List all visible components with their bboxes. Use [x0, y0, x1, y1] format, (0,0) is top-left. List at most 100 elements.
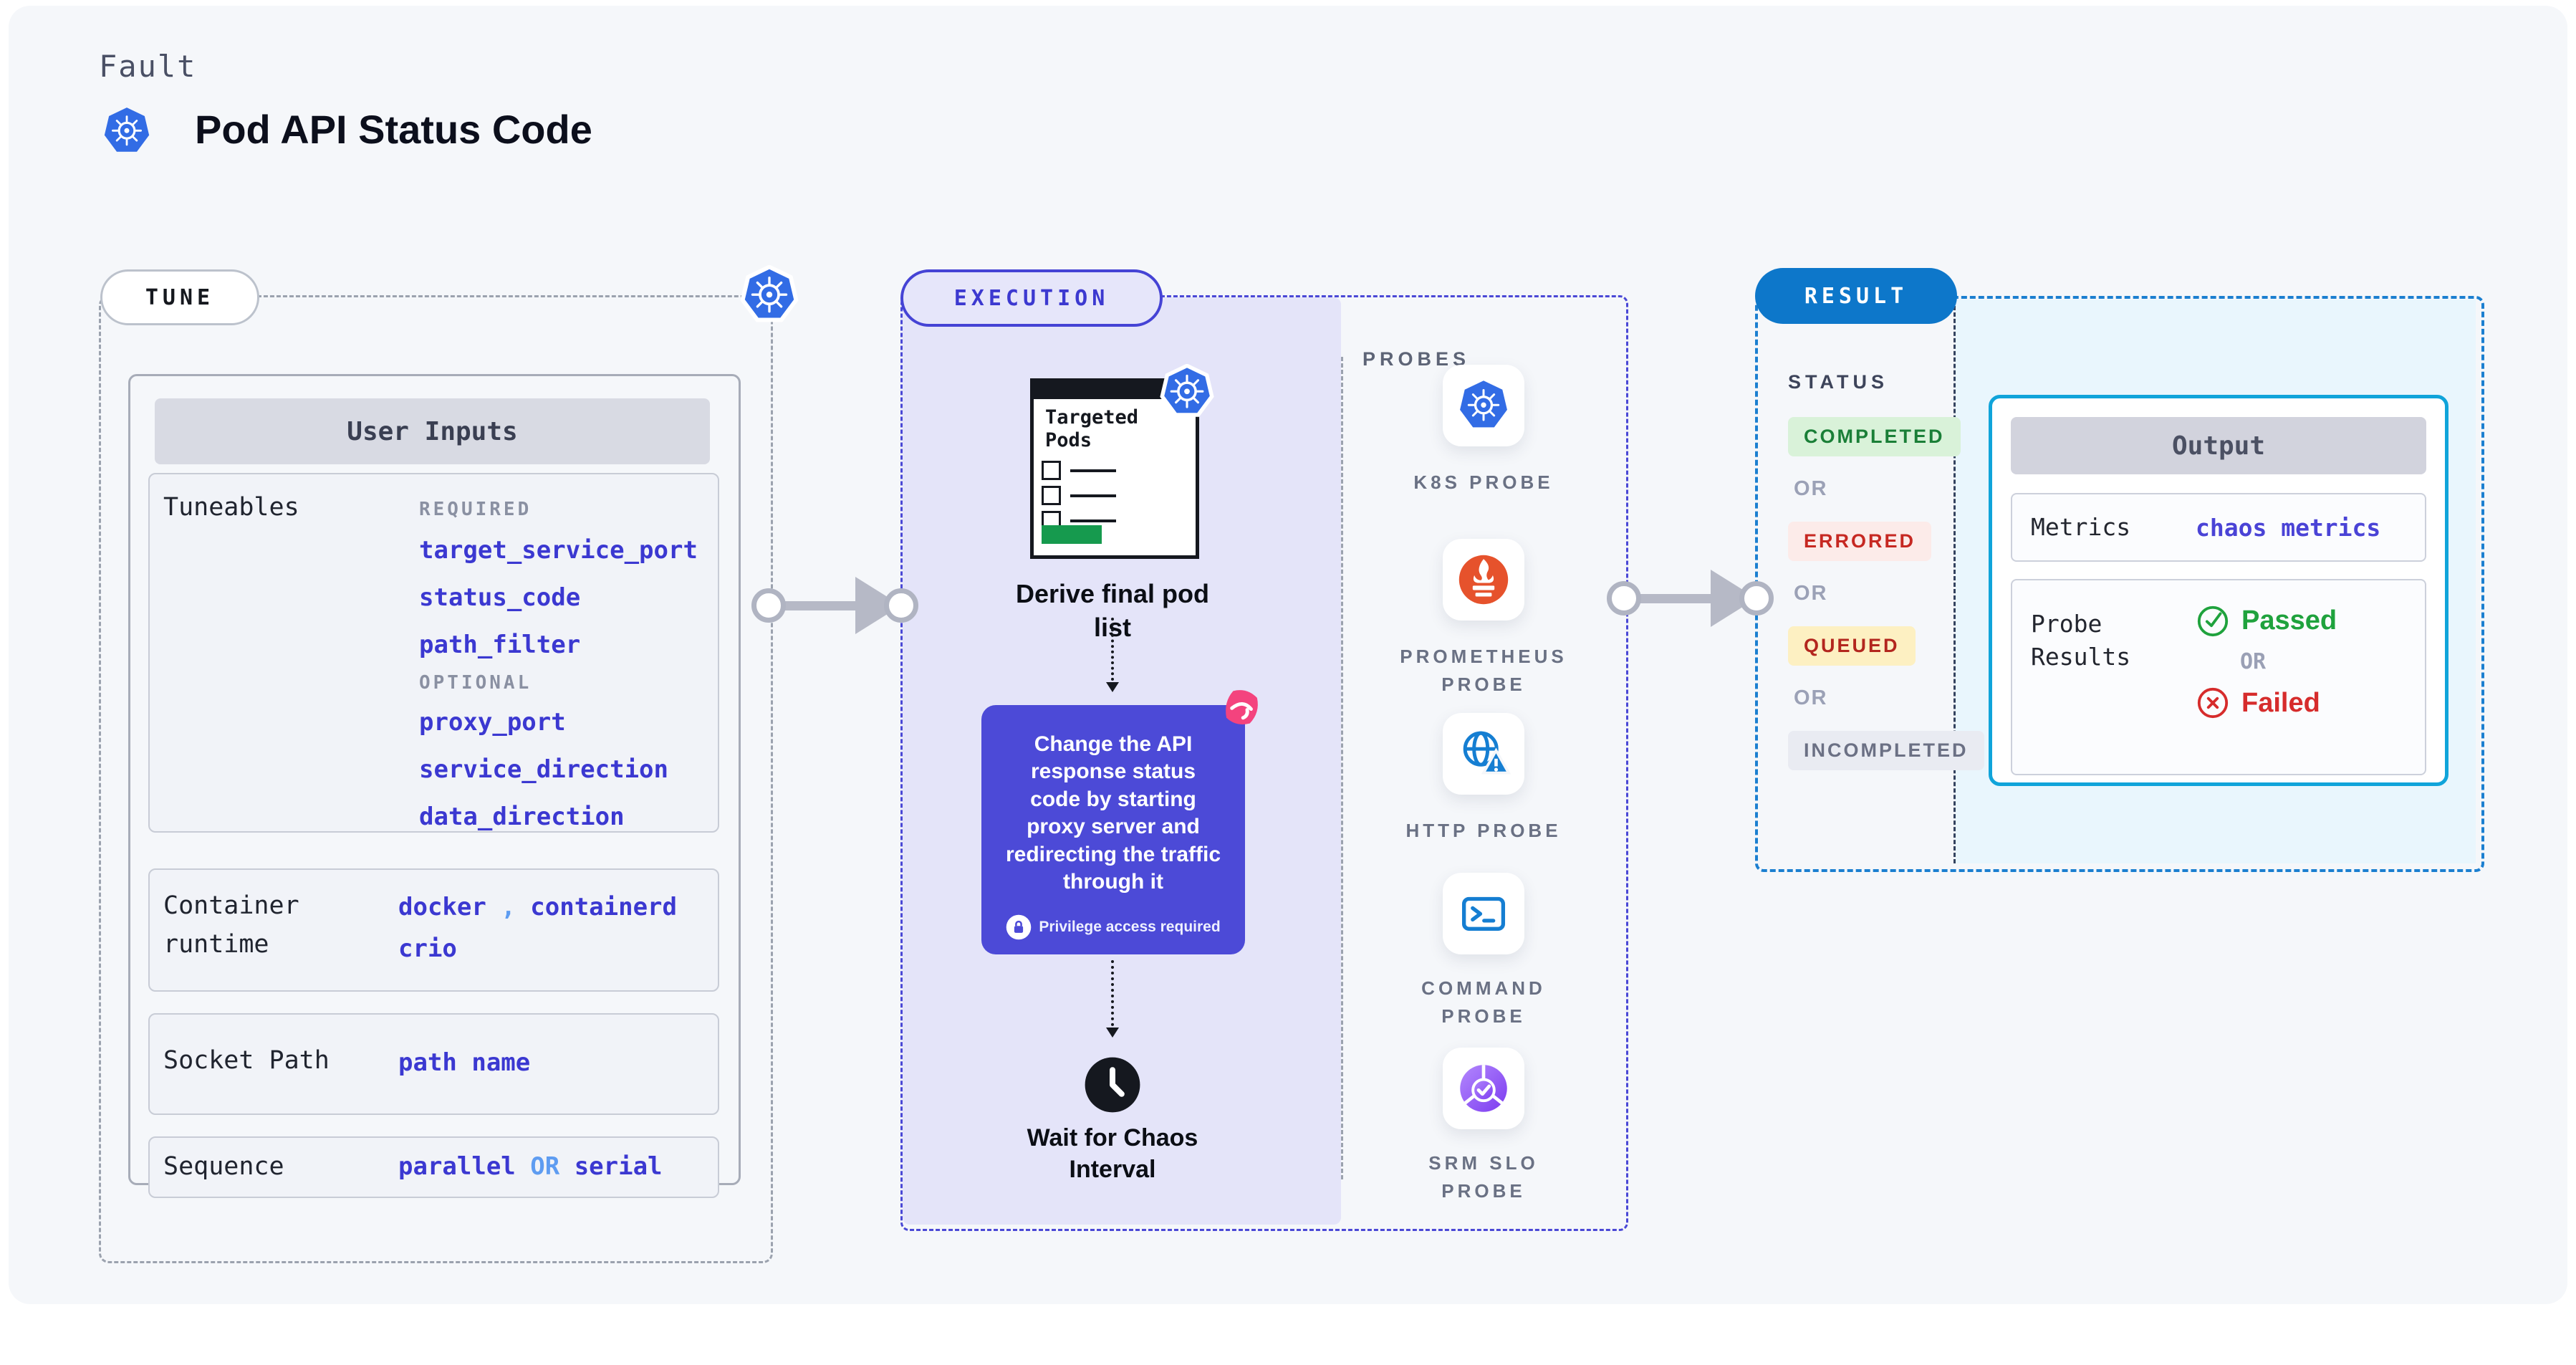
probe-label: PROMETHEUS PROBE [1400, 646, 1567, 695]
srm-slo-pie-check-icon [1456, 1060, 1512, 1116]
sequence-or: OR [530, 1152, 560, 1181]
clock-icon [1084, 1056, 1141, 1113]
status-badge-completed: COMPLETED [1788, 417, 1961, 456]
sequence-box [148, 1136, 719, 1198]
fault-action-box: Change the API response status code by s… [981, 705, 1245, 954]
or-label: OR [1794, 686, 1828, 709]
container-runtime-label-line1: Container [163, 891, 299, 920]
flow-arrow-down [1111, 618, 1114, 681]
probe-label: HTTP PROBE [1405, 820, 1562, 841]
failed-label: Failed [2241, 687, 2320, 718]
prometheus-icon [1456, 552, 1511, 607]
sequence-label: Sequence [163, 1152, 284, 1181]
container-runtime-values: docker , containerd [398, 893, 677, 921]
connector-circle [884, 588, 918, 623]
list-line [1070, 519, 1116, 522]
list-line [1070, 494, 1116, 497]
terminal-icon [1456, 886, 1511, 941]
probes-divider [1341, 357, 1343, 1179]
kubernetes-icon [102, 106, 152, 156]
tuneables-box [148, 473, 719, 833]
tuneable-field: data_direction [419, 803, 625, 831]
check-circle-icon [2196, 603, 2230, 638]
privilege-note: Privilege access required [981, 914, 1245, 940]
runtime-value-containerd: containerd [530, 893, 677, 921]
kubernetes-icon [739, 265, 799, 325]
container-runtime-box [148, 868, 719, 992]
metrics-value: chaos metrics [2196, 513, 2381, 542]
socket-path-label: Socket Path [163, 1046, 330, 1075]
tuneable-field: target_service_port [419, 536, 698, 565]
tuneable-field: service_direction [419, 755, 668, 784]
status-badge-errored: ERRORED [1788, 522, 1932, 561]
probe-card-http [1443, 713, 1524, 795]
probes-to-result-arrow [1629, 594, 1715, 603]
socket-path-box [148, 1013, 719, 1115]
probe-card-command [1443, 873, 1524, 954]
runtime-value-crio: crio [398, 934, 457, 963]
output-panel: Output Metrics chaos metrics Probe Resul… [1989, 395, 2448, 786]
connector-circle [751, 588, 786, 623]
container-runtime-label-line2: runtime [163, 930, 269, 959]
list-line [1070, 469, 1116, 472]
or-label: OR [1794, 477, 1828, 500]
probe-results-row: Probe Results Passed OR Failed [2011, 579, 2426, 775]
or-label: OR [1794, 582, 1828, 605]
lock-icon [1006, 914, 1032, 940]
page-title: Pod API Status Code [195, 107, 592, 152]
tuneable-field: proxy_port [419, 708, 566, 737]
optional-heading: OPTIONAL [419, 672, 532, 694]
probe-label: K8S PROBE [1413, 471, 1554, 493]
checkbox-icon [1042, 461, 1061, 480]
failed-result: Failed [2196, 686, 2337, 720]
user-inputs-title: User Inputs [155, 398, 710, 464]
flow-arrowhead-down [1106, 1028, 1119, 1038]
probe-label: SRM SLO PROBE [1428, 1152, 1539, 1202]
flow-arrow-down [1111, 960, 1114, 1026]
tune-section-box [99, 295, 773, 1263]
x-circle-icon [2196, 686, 2230, 720]
kubernetes-icon [1457, 379, 1510, 432]
probes-heading: PROBES [1363, 348, 1471, 370]
derive-pod-list-label: Derive final pod list [1015, 579, 1210, 642]
metrics-row: Metrics chaos metrics [2011, 493, 2426, 562]
required-heading: REQUIRED [419, 499, 532, 520]
sequence-value-parallel: parallel [398, 1152, 516, 1181]
runtime-separator: , [501, 893, 516, 921]
flow-arrowhead-down [1106, 682, 1119, 692]
fault-kicker: Fault [99, 49, 197, 84]
probe-results-label: Probe Results [2031, 610, 2131, 671]
status-heading: STATUS [1788, 371, 1888, 393]
probe-card-prometheus [1443, 539, 1524, 621]
probe-label: COMMAND PROBE [1421, 977, 1546, 1027]
or-label: OR [2240, 649, 2267, 674]
probe-results-values: Passed OR Failed [2196, 580, 2337, 774]
tune-badge: TUNE [100, 269, 259, 325]
targeted-pods-title: Targeted Pods [1045, 406, 1139, 452]
sequence-values: parallel OR serial [398, 1152, 663, 1181]
probe-card-srm-slo [1443, 1048, 1524, 1129]
connector-circle [1739, 581, 1774, 616]
tune-to-execution-arrow [774, 601, 860, 610]
runtime-value-docker: docker [398, 893, 486, 921]
result-badge: RESULT [1755, 268, 1957, 324]
chaos-pinwheel-icon [1219, 685, 1264, 729]
status-badge-incompleted: INCOMPLETED [1788, 731, 1984, 770]
result-divider [1953, 300, 1956, 863]
tuneables-label: Tuneables [163, 493, 299, 522]
connector-circle [1607, 581, 1641, 616]
wait-chaos-interval-label: Wait for Chaos Interval [1027, 1124, 1198, 1184]
metrics-label: Metrics [2031, 512, 2131, 541]
checkbox-icon [1042, 486, 1061, 505]
passed-result: Passed [2196, 603, 2337, 638]
progress-block [1042, 525, 1102, 544]
output-title: Output [2011, 417, 2426, 474]
passed-label: Passed [2241, 605, 2337, 636]
status-badge-queued: QUEUED [1788, 626, 1916, 666]
tuneable-field: path_filter [419, 631, 581, 659]
pod-list-item [1042, 461, 1116, 480]
fault-action-text: Change the API response status code by s… [1005, 732, 1221, 894]
socket-path-value: path name [398, 1048, 531, 1077]
privilege-note-text: Privilege access required [1039, 919, 1221, 935]
